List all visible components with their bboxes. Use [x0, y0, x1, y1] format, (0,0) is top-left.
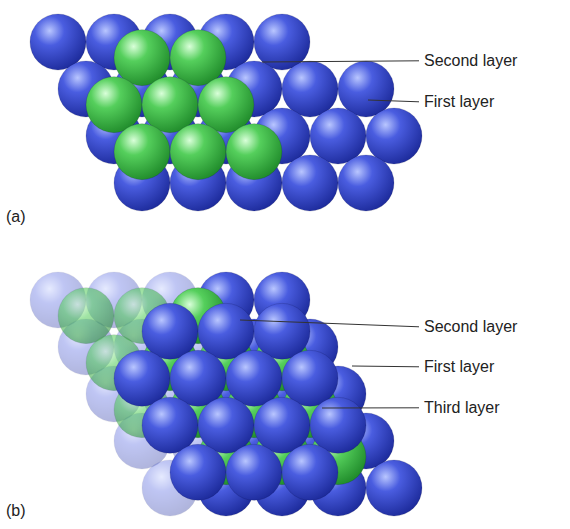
first-layer-sphere — [366, 108, 422, 164]
second-layer-sphere — [170, 30, 226, 86]
second-layer-sphere — [142, 77, 198, 133]
panel-b — [30, 272, 422, 516]
third-layer-sphere — [254, 303, 310, 359]
second-layer-sphere — [58, 288, 114, 344]
third-layer-sphere — [282, 350, 338, 406]
first-layer-sphere — [338, 155, 394, 211]
panel-letter: (a) — [6, 208, 26, 226]
leader-line — [322, 407, 419, 408]
leader-line — [240, 320, 419, 327]
first-layer-sphere — [282, 155, 338, 211]
first-layer-sphere — [282, 61, 338, 117]
third-layer-sphere — [170, 350, 226, 406]
third-layer-sphere — [142, 397, 198, 453]
second-layer-sphere — [86, 77, 142, 133]
first-layer-sphere — [338, 61, 394, 117]
second-layer-sphere — [114, 30, 170, 86]
layer-label: First layer — [424, 358, 494, 376]
leader-line — [368, 100, 419, 102]
third-layer-sphere — [282, 444, 338, 500]
third-layer-sphere — [226, 350, 282, 406]
panel-a — [30, 14, 422, 211]
second-layer-sphere — [226, 124, 282, 180]
leader-line — [262, 61, 419, 62]
panel-letter: (b) — [6, 502, 26, 520]
third-layer-sphere — [198, 303, 254, 359]
first-layer-sphere — [310, 108, 366, 164]
third-layer-sphere — [170, 444, 226, 500]
second-layer-sphere — [198, 77, 254, 133]
second-layer-sphere — [114, 124, 170, 180]
third-layer-sphere — [254, 397, 310, 453]
first-layer-sphere — [30, 14, 86, 70]
leader-line — [352, 366, 419, 368]
layer-label: First layer — [424, 93, 494, 111]
third-layer-sphere — [114, 350, 170, 406]
third-layer-sphere — [310, 397, 366, 453]
layer-label: Second layer — [424, 52, 517, 70]
first-layer-sphere — [366, 460, 422, 516]
second-layer-sphere — [170, 124, 226, 180]
third-layer-sphere — [198, 397, 254, 453]
layer-label: Second layer — [424, 318, 517, 336]
third-layer-sphere — [226, 444, 282, 500]
layer-label: Third layer — [424, 399, 500, 417]
third-layer-sphere — [142, 303, 198, 359]
